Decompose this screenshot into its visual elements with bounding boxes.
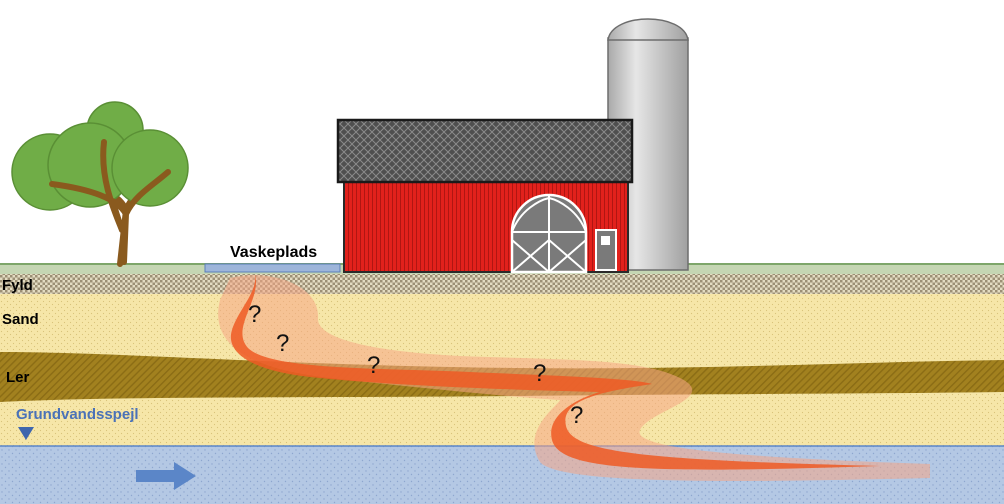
groundwater-table-label: Grundvandsspejl xyxy=(16,406,139,423)
barn-door-icon xyxy=(510,193,588,274)
uncertainty-mark: ? xyxy=(570,402,584,429)
wash-pad xyxy=(204,263,341,273)
tree-icon xyxy=(11,101,189,267)
clay-layer-label: Ler xyxy=(6,369,30,386)
contamination-plume xyxy=(230,274,880,470)
uncertainty-mark: ? xyxy=(367,352,381,379)
sand-layer-label: Sand xyxy=(2,311,39,328)
barn-icon xyxy=(336,118,634,274)
uncertainty-mark: ? xyxy=(248,301,262,328)
uncertainty-mark: ? xyxy=(276,330,290,357)
flow-direction-arrow-icon xyxy=(136,462,196,490)
wash-pad-label: Vaskeplads xyxy=(230,244,318,261)
uncertainty-mark: ? xyxy=(533,360,547,387)
water-table-triangle-icon xyxy=(18,427,34,440)
fill-layer-label: Fyld xyxy=(2,277,33,294)
barn-side-door-icon xyxy=(595,229,617,271)
fill-layer xyxy=(0,274,1004,294)
